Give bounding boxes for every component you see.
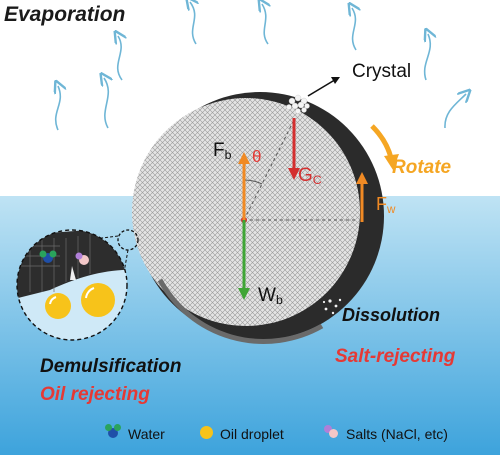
oil-droplet-icon [45, 293, 71, 319]
oil-droplet-icon [200, 426, 213, 439]
guide-lines [243, 119, 356, 221]
vapor-arrow [190, 2, 196, 45]
dissolution-label: Dissolution [342, 305, 440, 325]
crystal-label: Crystal [352, 61, 412, 82]
buoyancy-force-label: Fb [213, 140, 232, 163]
weight-force-label: Wb [258, 285, 283, 308]
vapor-arrow [262, 4, 268, 45]
rotate-arrow [370, 124, 394, 159]
vapor-arrow [104, 78, 108, 129]
theta-label: θ [252, 147, 262, 166]
salt-ions-icon [324, 425, 332, 433]
magnified-inset-border [16, 229, 128, 341]
magnified-inset [17, 230, 127, 340]
water-force-label: Fw [376, 194, 396, 216]
vapor-arrow [56, 86, 61, 131]
vapor-arrow [425, 34, 431, 81]
vapor-arrow [352, 8, 356, 51]
oil-rejecting-label: Oil rejecting [40, 384, 150, 405]
water-molecule-icon [108, 428, 118, 438]
salt-rejecting-label: Salt-rejecting [335, 346, 456, 367]
ball-shell-highlight [157, 278, 324, 344]
crystal-cluster [286, 94, 310, 114]
force-arrows [238, 118, 368, 300]
crystal-pointer [307, 77, 339, 97]
rotate-label: Rotate [392, 157, 452, 178]
vapor-arrow [444, 94, 466, 129]
legend-label: Water [128, 426, 165, 442]
oil-droplet-icon [81, 283, 115, 317]
legend-label: Salts (NaCl, etc) [346, 426, 448, 442]
crystal-gravity-label: GC [298, 165, 322, 188]
evaporation-label: Evaporation [4, 3, 126, 26]
legend-label: Oil droplet [220, 426, 284, 442]
demulsification-label: Demulsification [40, 356, 182, 377]
mesh-core [132, 98, 360, 326]
dissolution-particles [322, 298, 342, 315]
vapor-arrow [118, 36, 122, 81]
vapor-arrows [56, 2, 466, 131]
